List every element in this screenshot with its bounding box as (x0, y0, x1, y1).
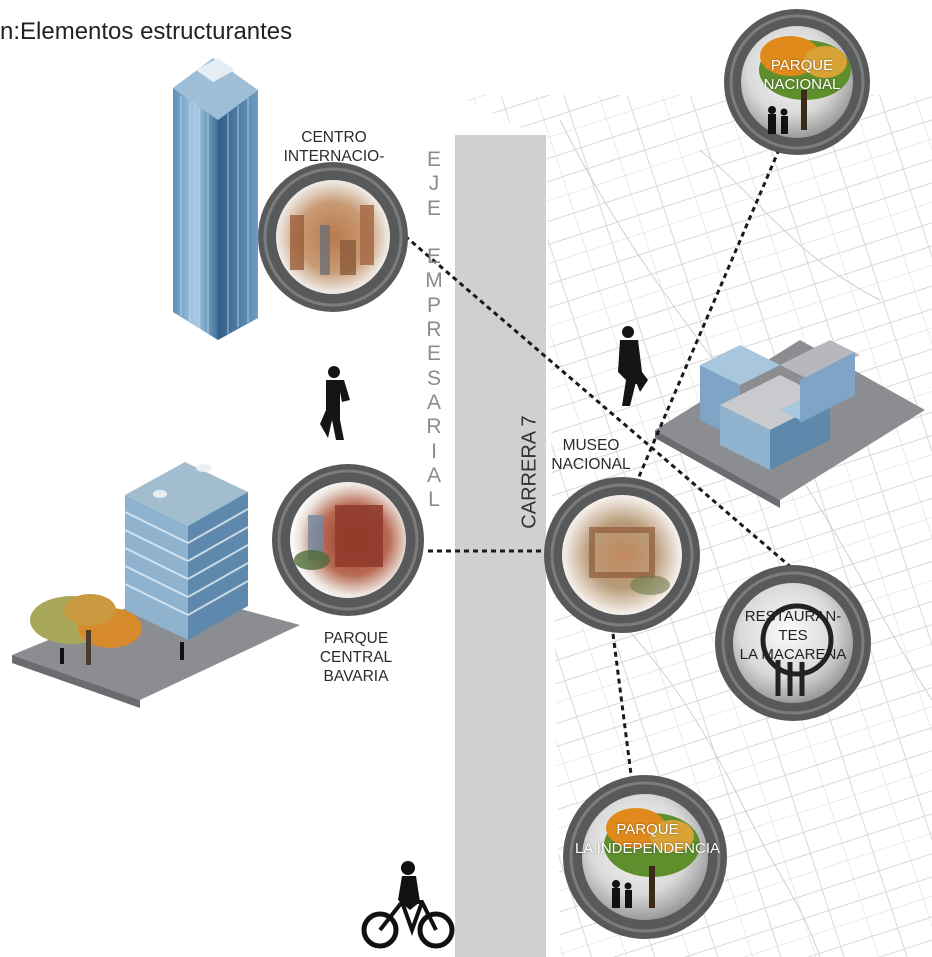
family-icon (768, 106, 788, 134)
centro-internacional-node (258, 162, 408, 312)
tree-icon (30, 594, 142, 665)
walking-businessman-icon (320, 366, 350, 440)
museo-complex-illustration (655, 340, 925, 508)
bavaria-building-illustration (12, 462, 300, 708)
parque-nacional-node (724, 9, 870, 155)
parque-central-bavaria-node (272, 464, 424, 616)
walking-businessman-icon (618, 326, 648, 406)
restaurantes-macarena-node (715, 565, 871, 721)
diagram-title: n:Elementos estructurantes (0, 18, 293, 45)
museo-nacional-node (544, 477, 700, 633)
office-tower-illustration (173, 58, 258, 340)
parque-independencia-node (563, 775, 727, 939)
carrera-7-label: CARRERA 7 (518, 415, 541, 529)
tree-icon (604, 808, 700, 908)
family-icon (612, 880, 632, 908)
cyclist-icon (361, 861, 455, 949)
connector-lines (404, 151, 801, 783)
tree-icon (759, 36, 851, 130)
cutlery-icon (760, 603, 834, 696)
carrera-7-road (455, 135, 546, 957)
